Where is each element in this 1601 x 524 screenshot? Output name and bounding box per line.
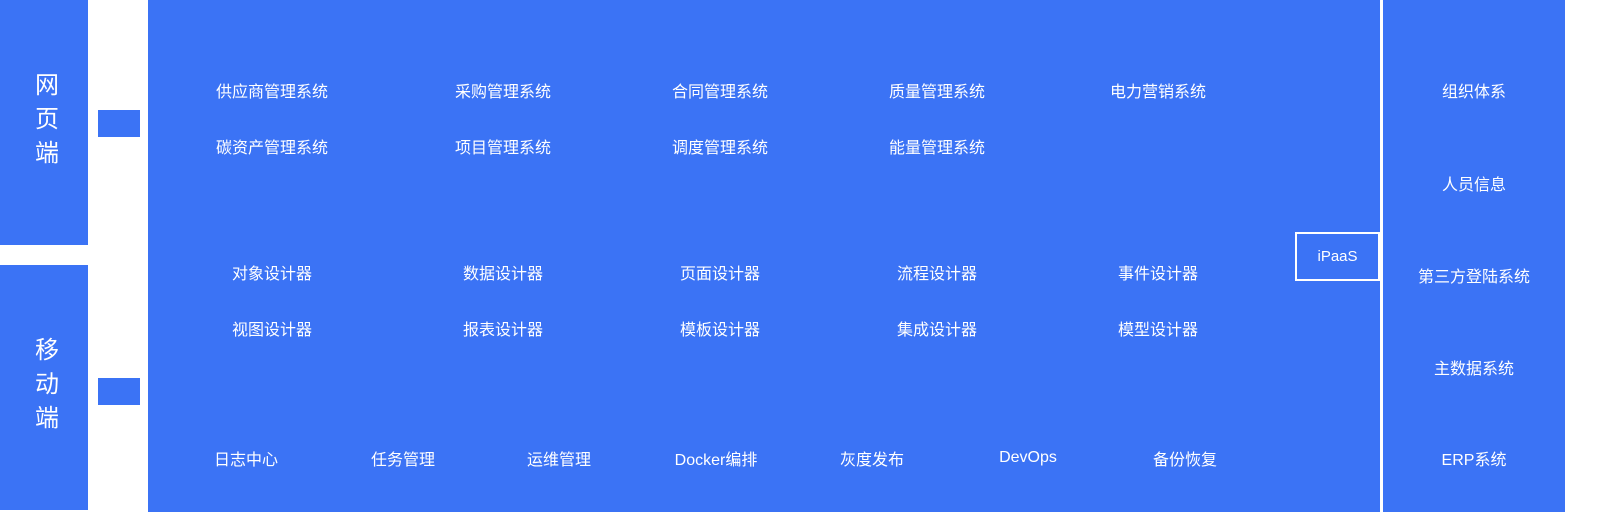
business-app-label: 碳资产管理系统 — [215, 140, 329, 157]
business-app-label: 电力营销系统 — [1109, 84, 1207, 101]
connector-web-to-main — [98, 110, 140, 137]
ops-label: Docker编排 — [674, 452, 758, 469]
ipaas-label: iPaaS — [1317, 248, 1358, 265]
business-app-label: 质量管理系统 — [888, 84, 986, 101]
business-app-label: 合同管理系统 — [671, 84, 769, 101]
designer-label: 报表设计器 — [462, 322, 544, 339]
business-app-label: 采购管理系统 — [454, 84, 552, 101]
external-system-label: 人员信息 — [1441, 177, 1507, 194]
business-app-label: 能量管理系统 — [888, 140, 986, 157]
connector-mobile-to-main — [98, 378, 140, 405]
main-platform-panel: 供应商管理系统 采购管理系统 合同管理系统 质量管理系统 电力营销系统 碳资产管… — [148, 0, 1380, 512]
ops-label: 任务管理 — [370, 452, 436, 469]
external-system-label: 组织体系 — [1441, 84, 1507, 101]
designer-label: 模板设计器 — [679, 322, 761, 339]
external-system-label: 第三方登陆系统 — [1417, 269, 1531, 286]
panel-web-client: 网页端 — [0, 0, 88, 245]
ipaas-box: iPaaS — [1295, 232, 1380, 281]
ops-label: 灰度发布 — [839, 452, 905, 469]
external-systems-panel: 组织体系 人员信息 第三方登陆系统 主数据系统 ERP系统 — [1383, 0, 1565, 512]
panel-mobile-client: 移动端 — [0, 265, 88, 510]
designer-label: 视图设计器 — [231, 322, 313, 339]
designer-label: 集成设计器 — [896, 322, 978, 339]
designer-label: 模型设计器 — [1117, 322, 1199, 339]
ops-label: 运维管理 — [526, 452, 592, 469]
ops-label: 日志中心 — [213, 452, 279, 469]
ops-label: 备份恢复 — [1152, 452, 1218, 469]
ops-label: DevOps — [999, 449, 1057, 466]
external-system-label: 主数据系统 — [1433, 361, 1515, 378]
web-client-label: 网页端 — [30, 71, 58, 174]
designer-label: 流程设计器 — [896, 266, 978, 283]
designer-label: 对象设计器 — [231, 266, 313, 283]
external-system-label: ERP系统 — [1441, 452, 1507, 469]
mobile-client-label: 移动端 — [30, 336, 58, 439]
designer-label: 数据设计器 — [462, 266, 544, 283]
business-app-label: 调度管理系统 — [671, 140, 769, 157]
designer-label: 页面设计器 — [679, 266, 761, 283]
business-app-label: 项目管理系统 — [454, 140, 552, 157]
designer-label: 事件设计器 — [1117, 266, 1199, 283]
business-app-label: 供应商管理系统 — [215, 84, 329, 101]
